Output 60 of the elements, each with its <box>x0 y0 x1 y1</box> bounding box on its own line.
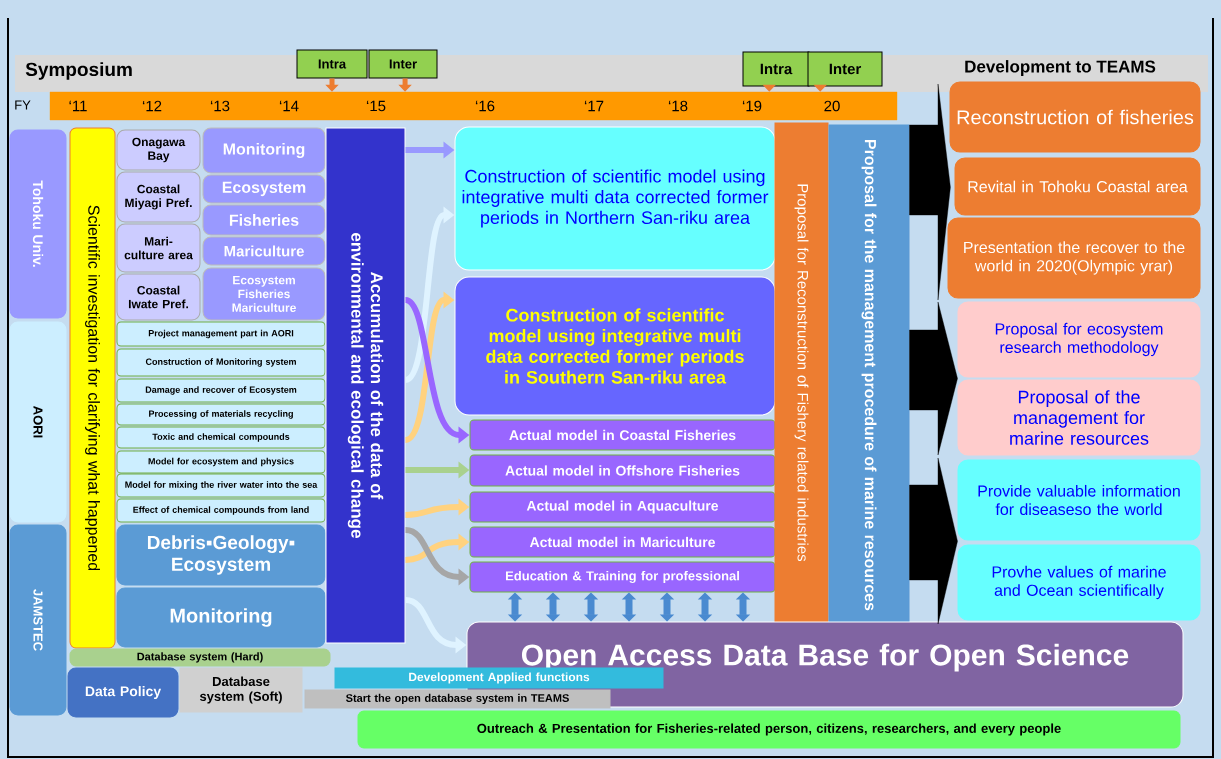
chevron-arrow <box>909 83 951 301</box>
outcome-box: Proposal for ecosystem research methodology <box>957 301 1201 378</box>
double-arrow <box>621 592 637 622</box>
topic-box: Debris▪Geology▪ Ecosystem <box>116 524 326 586</box>
task-box: Damage and recover of Ecosystem <box>116 378 326 403</box>
system-bar: Start the open database system in TEAMS <box>304 689 611 709</box>
system-bar: Database system (Hard) <box>69 648 331 667</box>
outcome-box: Provide valuable information for diseaseso the world <box>957 459 1201 541</box>
area-box: Mari-culture area <box>116 223 201 273</box>
timeline-bar: ‘11 ‘12 ‘13 ‘14 ‘15 ‘16 ‘17 ‘18 ‘19 20 <box>49 91 898 121</box>
outcome-box: Revital in Tohoku Coastal area <box>954 157 1201 216</box>
theme-bar: Scientific investigation for clarifying what happened <box>69 127 116 649</box>
task-box: Toxic and chemical compounds <box>116 426 326 449</box>
task-box: Construction of Monitoring system <box>116 348 326 377</box>
proposal-bar: Proposal for the management procedure of marine resources <box>828 124 910 626</box>
tag-box: Intra <box>296 49 368 79</box>
task-box: Processing of materials recycling <box>116 403 326 426</box>
task-box: Effect of chemical compounds from land <box>116 498 326 523</box>
tag-box: Inter <box>807 51 883 87</box>
double-arrow <box>659 592 675 622</box>
task-box: Project management part in AORI <box>116 321 326 347</box>
organization-bar: Tohoku Univ. <box>9 129 67 319</box>
topic-box: Monitoring <box>202 127 326 174</box>
double-arrow <box>697 592 713 622</box>
double-arrow <box>735 592 751 622</box>
model-bar: Actual model in Offshore Fisheries <box>469 454 776 487</box>
outcome-box: Presentation the recover to the world in 2020(Olympic yrar) <box>947 217 1201 299</box>
heading: Symposium <box>25 62 132 80</box>
area-box: Coastal Iwate Pref. <box>116 273 201 321</box>
tag-box: Intra <box>742 51 810 87</box>
topic-box: Ecosystem Fisheries Mariculture <box>202 267 326 321</box>
outcome-box: Reconstruction of fisheries <box>949 81 1201 153</box>
tag-box: Inter <box>368 49 438 79</box>
accumulation-bar: Accumulation of the data of environmental and ecological change <box>325 127 406 644</box>
model-bar: Actual model in Mariculture <box>469 526 776 558</box>
task-box: Model for ecosystem and physics <box>116 450 326 474</box>
system-bar: Development Applied functions <box>334 667 664 689</box>
topic-box: Monitoring <box>116 587 326 648</box>
outcome-box: Provhe values of marine and Ocean scientifically <box>957 544 1201 621</box>
model-box: Construction of scientific model using integrative multi data corrected former periods in Northern San-riku area <box>454 126 776 271</box>
organization-bar: JAMSTEC <box>9 524 67 716</box>
model-box: Construction of scientific model using integrative multi data corrected former periods in Southern San-riku area <box>454 276 776 416</box>
area-box: Onagawa Bay <box>116 129 201 171</box>
task-box: Model for mixing the river water into the sea <box>116 473 326 498</box>
proposal-bar: Proposal for Reconstruction of Fishery related industries <box>774 122 829 623</box>
area-box: Coastal Miyagi Pref. <box>116 171 201 223</box>
system-bar: Database system (Soft) <box>179 667 303 713</box>
double-arrow <box>583 592 599 622</box>
model-bar: Education & Training for professional <box>469 561 776 593</box>
double-arrow <box>507 592 523 622</box>
axis-label: FY <box>15 100 31 110</box>
outcome-box: Proposal of the management for marine resources <box>957 379 1201 456</box>
double-arrow <box>545 592 561 622</box>
organization-bar: AORI <box>9 321 67 523</box>
topic-box: Mariculture <box>202 236 326 266</box>
model-bar: Actual model in Aquaculture <box>469 491 776 523</box>
topic-box: Ecosystem <box>202 174 326 204</box>
topic-box: Fisheries <box>202 204 326 236</box>
policy-box: Data Policy <box>67 667 179 718</box>
outreach-bar: Outreach & Presentation for Fisheries-related person, citizens, researchers, and every people <box>357 710 1181 749</box>
